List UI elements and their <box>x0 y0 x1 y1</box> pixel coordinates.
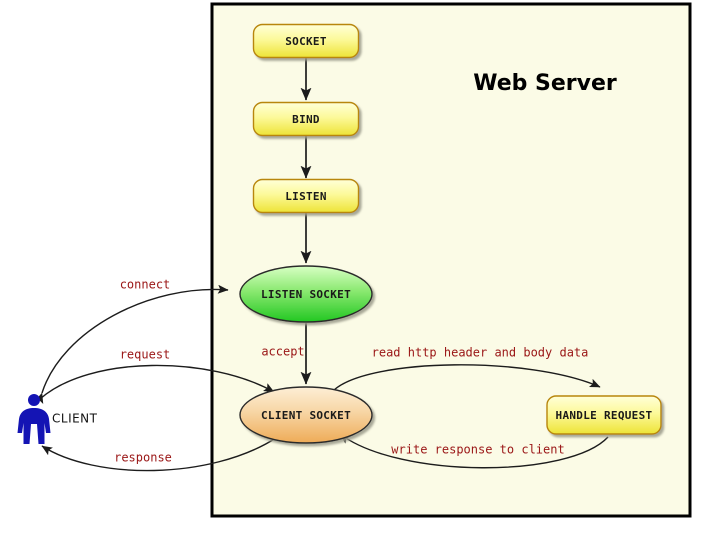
edge-read-request: read http header and body data <box>333 346 601 391</box>
client-figure-icon[interactable]: CLIENT <box>17 394 98 444</box>
edge-label-response: response <box>114 451 172 465</box>
edge-line <box>41 437 277 472</box>
node-shape[interactable] <box>252 23 360 59</box>
node-listen[interactable]: LISTEN <box>252 178 360 214</box>
node-bind[interactable]: BIND <box>252 101 360 137</box>
edge-request: request <box>39 348 275 400</box>
node-shape[interactable] <box>546 395 662 435</box>
node-label-bind: BIND <box>292 113 320 126</box>
node-label-handle-request: HANDLE REQUEST <box>556 409 653 422</box>
edge-accept: accept <box>261 323 312 385</box>
node-client-socket[interactable]: CLIENT SOCKET <box>239 386 373 444</box>
edge-label-accept: accept <box>261 345 304 359</box>
page-title: Web Server <box>473 71 617 96</box>
node-label-listen: LISTEN <box>285 190 327 203</box>
node-label-client-socket: CLIENT SOCKET <box>261 409 351 422</box>
node-label-socket: SOCKET <box>285 35 327 48</box>
edge-line <box>39 364 275 400</box>
edge-label-request: request <box>120 348 171 362</box>
edge-line <box>34 284 229 404</box>
edge-label-connect: connect <box>120 278 171 292</box>
node-label-listen-socket: LISTEN SOCKET <box>261 288 351 301</box>
node-shape[interactable] <box>239 386 373 444</box>
node-shape[interactable] <box>239 265 373 323</box>
person-body-icon <box>17 408 51 444</box>
edge-line <box>339 433 609 469</box>
edge-label-read-request: read http header and body data <box>372 346 589 360</box>
node-shape[interactable] <box>252 101 360 137</box>
node-listen-socket[interactable]: LISTEN SOCKET <box>239 265 373 323</box>
client-label: CLIENT <box>52 412 98 426</box>
node-shape[interactable] <box>252 178 360 214</box>
edge-label-write-response: write response to client <box>391 443 564 457</box>
node-handle-request[interactable]: HANDLE REQUEST <box>546 395 662 435</box>
edge-write-response: write response to client <box>339 433 609 469</box>
person-head-icon <box>28 394 40 406</box>
edge-response: response <box>41 437 277 472</box>
node-socket[interactable]: SOCKET <box>252 23 360 59</box>
edge-line <box>333 364 601 391</box>
edge-connect: connect <box>34 278 229 404</box>
